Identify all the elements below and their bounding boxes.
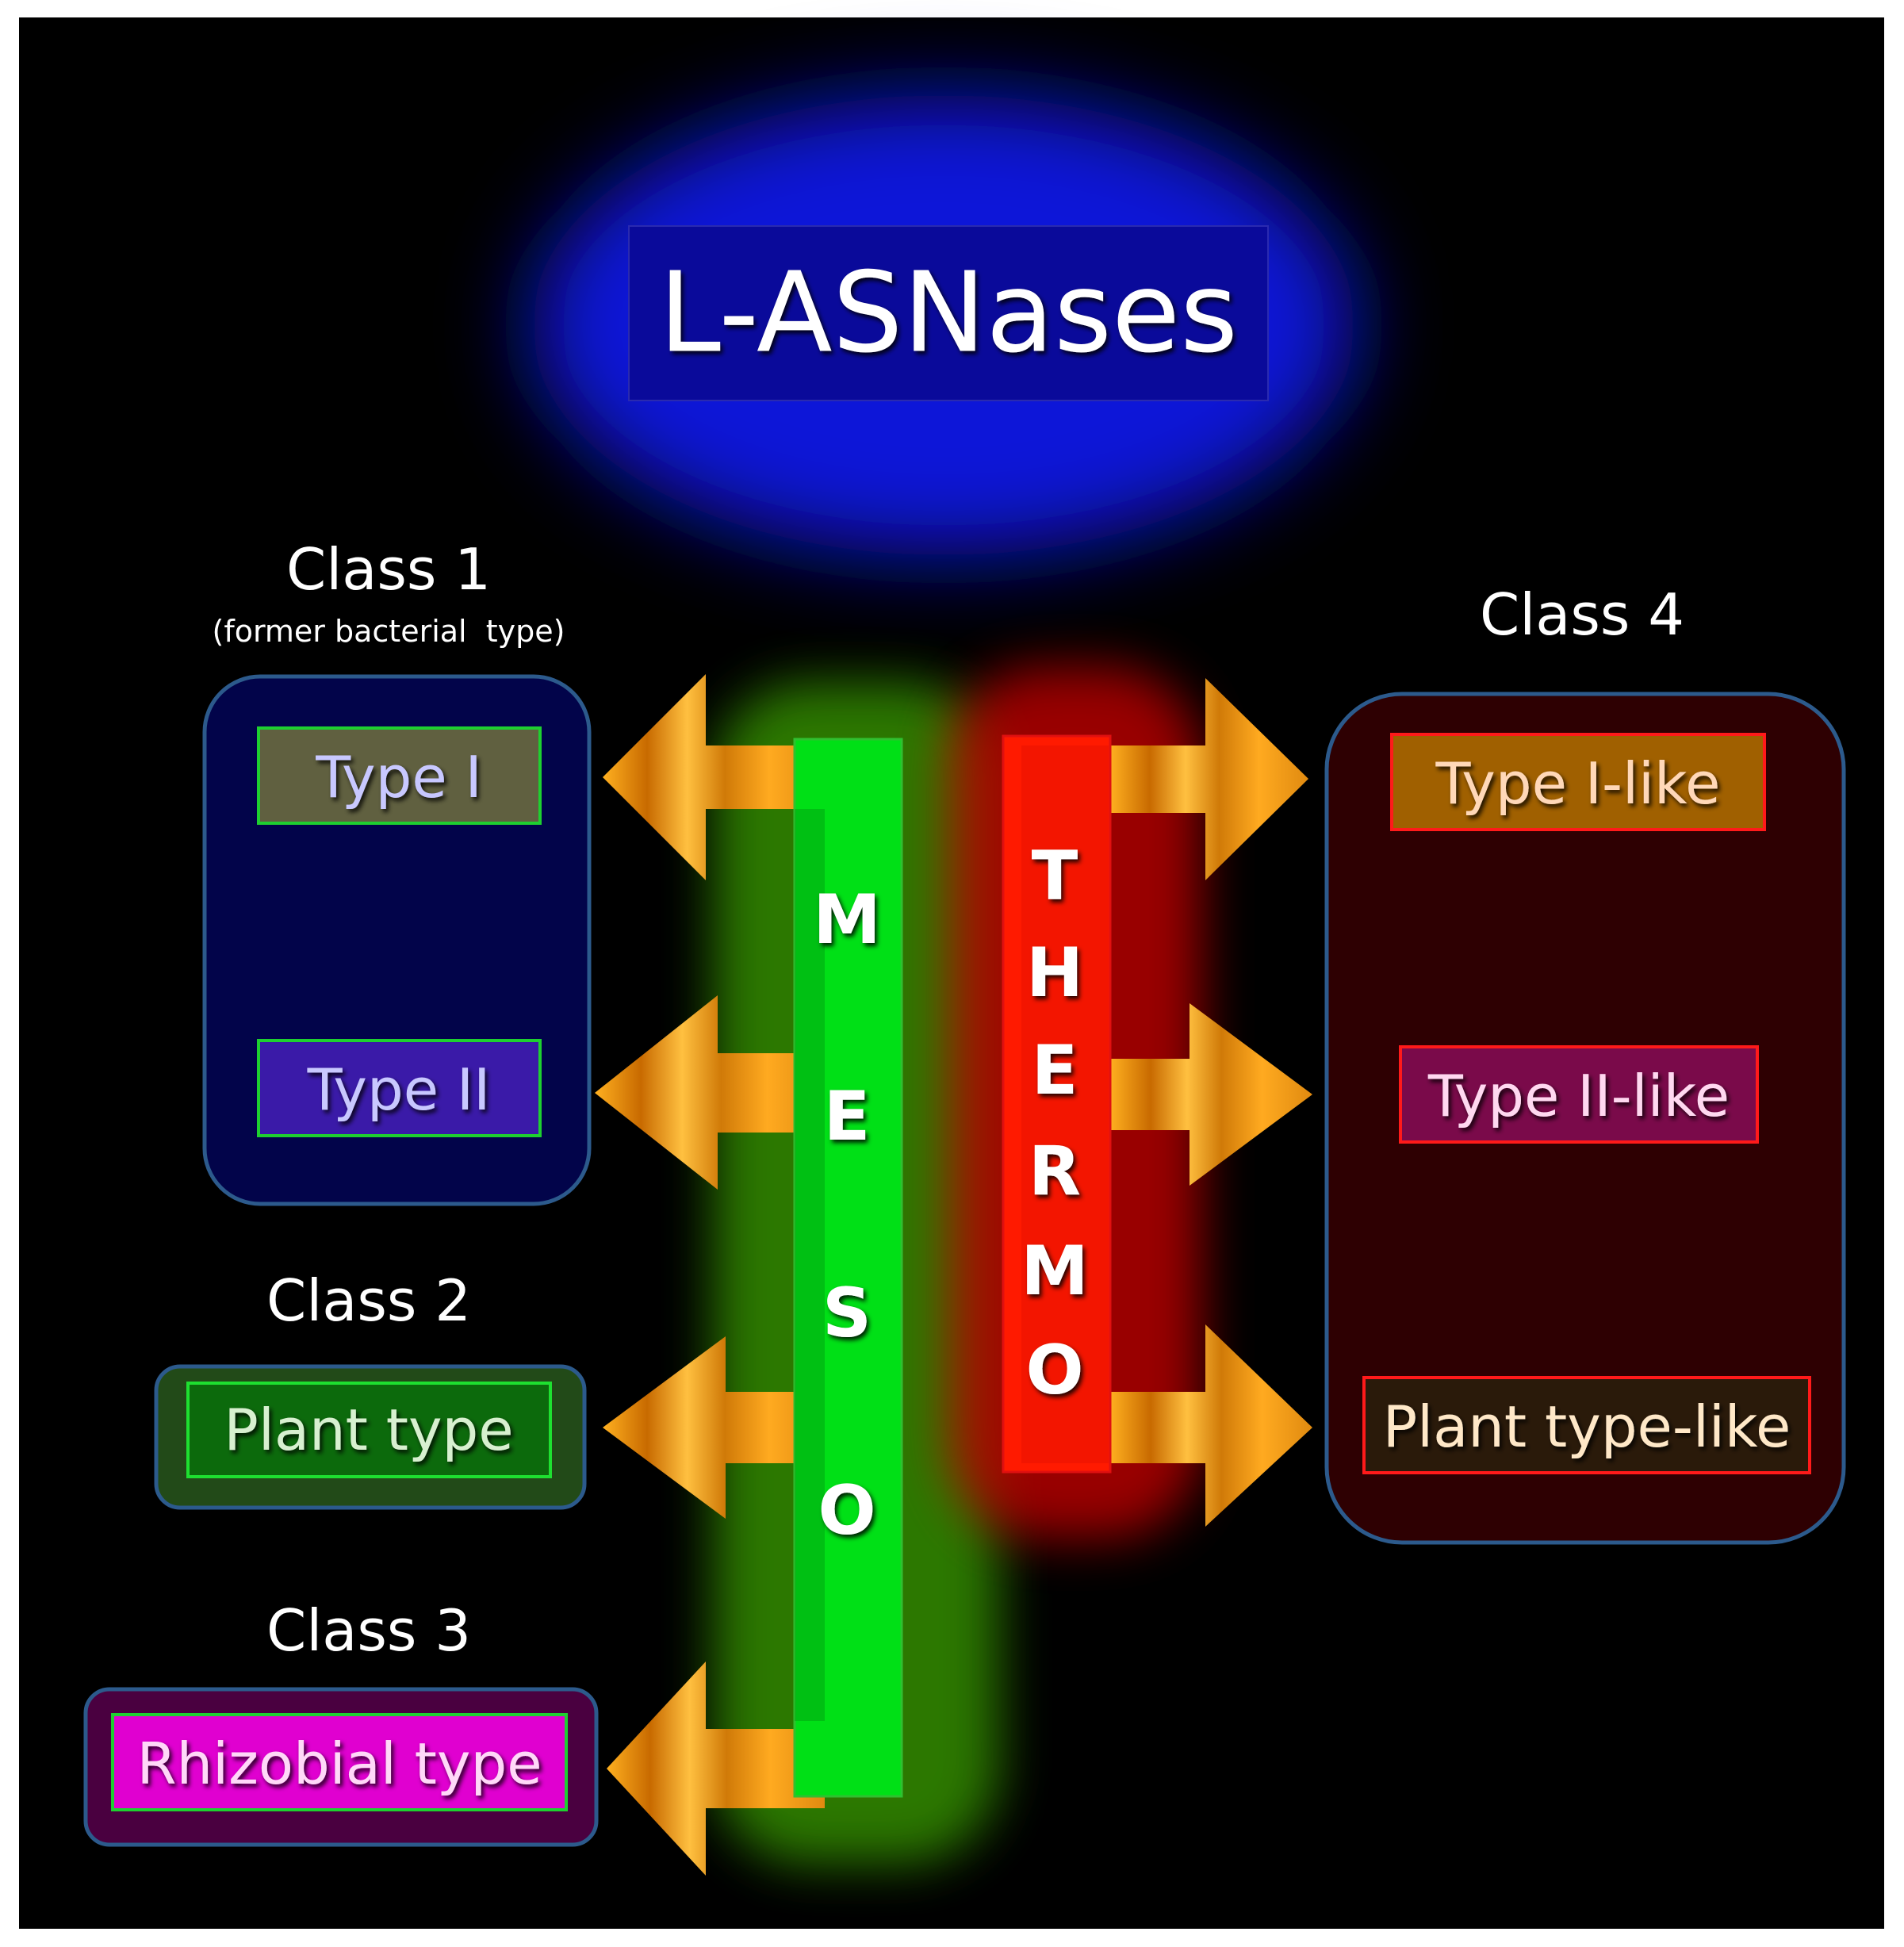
class1-subheading: (former bacterial type) xyxy=(213,614,565,649)
type-i-box xyxy=(257,726,542,825)
class1-heading: Class 1 xyxy=(286,536,491,603)
plant-type-label: Plant type xyxy=(224,1397,513,1463)
type-i-like-box xyxy=(1390,733,1766,831)
plant-type-like-label: Plant type-like xyxy=(1383,1393,1791,1460)
thermo-letter-h: H xyxy=(1026,933,1083,1013)
type-ii-label: Type II xyxy=(307,1056,491,1123)
title-box xyxy=(628,225,1269,401)
title: L-ASNases xyxy=(659,249,1238,378)
type-i-like-label: Type I-like xyxy=(1435,750,1721,817)
meso-letter-o: O xyxy=(818,1471,875,1550)
meso-letter-e: E xyxy=(824,1077,871,1156)
plant-type-like-box xyxy=(1362,1376,1811,1474)
arrow-meso-type-i xyxy=(603,674,825,880)
arrow-thermo-type-i-like xyxy=(1110,678,1308,880)
class2-heading: Class 2 xyxy=(266,1267,471,1334)
class4-heading: Class 4 xyxy=(1480,581,1684,648)
thermo-letter-o: O xyxy=(1025,1331,1083,1410)
meso-bar-shade xyxy=(795,809,825,1721)
arrow-thermo-plant-type-like xyxy=(1110,1324,1312,1527)
meso-letter-m: M xyxy=(813,880,881,960)
rhizobial-type-label: Rhizobial type xyxy=(136,1730,542,1797)
type-i-label: Type I xyxy=(315,744,482,811)
thermo-letter-t: T xyxy=(1032,837,1078,916)
type-ii-like-label: Type II-like xyxy=(1427,1063,1730,1129)
meso-letter-s: S xyxy=(822,1274,872,1353)
rhizobial-type-box xyxy=(111,1713,568,1811)
class3-heading: Class 3 xyxy=(266,1597,471,1664)
thermo-bar-shade xyxy=(1021,745,1109,1463)
arrow-meso-rhizobial-type xyxy=(607,1661,825,1876)
thermo-letter-r: R xyxy=(1029,1132,1081,1211)
thermo-letter-m: M xyxy=(1021,1232,1089,1311)
plant-type-box xyxy=(186,1382,552,1478)
thermo-letter-e: E xyxy=(1032,1031,1078,1110)
meso-bar xyxy=(793,738,903,1798)
type-ii-like-box xyxy=(1399,1045,1759,1144)
arrow-meso-type-ii xyxy=(595,995,825,1190)
type-ii-box xyxy=(257,1039,542,1137)
arrow-meso-plant-type xyxy=(603,1336,825,1519)
arrow-thermo-type-ii-like xyxy=(1110,1003,1312,1186)
